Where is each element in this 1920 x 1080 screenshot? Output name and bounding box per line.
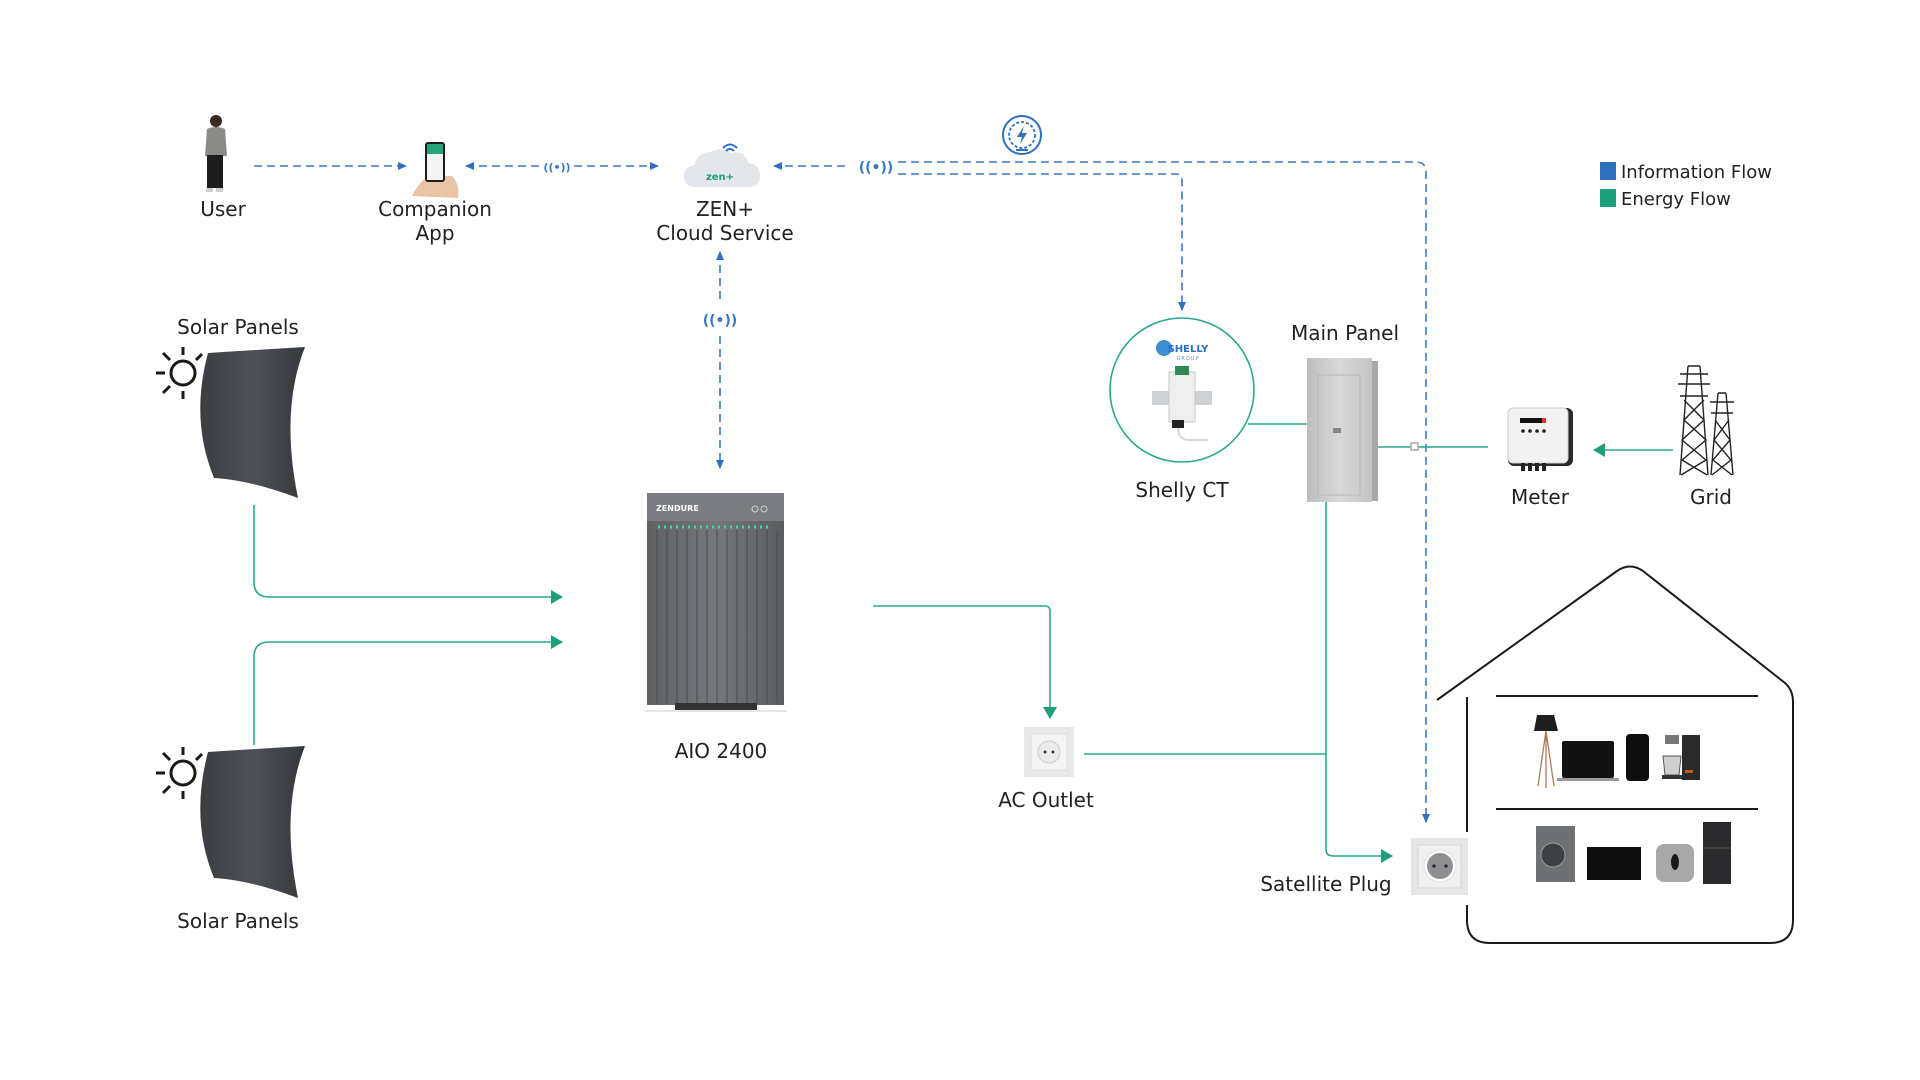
ac-outlet-node[interactable]: AC Outlet	[998, 727, 1094, 812]
main-panel-label: Main Panel	[1291, 321, 1399, 345]
energy-flow-aio-to-ac-outlet	[873, 605, 1057, 719]
floor-lamp-icon	[1534, 715, 1558, 788]
companion-app-node[interactable]: Companion App	[378, 142, 492, 245]
aio-label: AIO 2400	[675, 739, 768, 763]
information-flows: ((•)) ((•)) ((•))	[254, 160, 1430, 823]
refrigerator-icon	[1703, 822, 1731, 884]
shelly-logo: SHELLY GROUP	[1156, 340, 1209, 362]
legend: Information Flow Energy Flow	[1600, 162, 1772, 210]
smartphone-icon	[1626, 734, 1649, 781]
shelly-brand-sub: GROUP	[1177, 356, 1200, 362]
cloud-label-line1: ZEN+	[696, 197, 754, 221]
grid-node[interactable]: Grid	[1678, 365, 1734, 509]
wireless-icon: ((•))	[703, 313, 738, 329]
info-flow-to-satellite-plug	[898, 161, 1430, 823]
sun-icon	[156, 347, 204, 399]
main-panel-node[interactable]: Main Panel	[1291, 321, 1399, 502]
rice-cooker-icon	[1656, 844, 1694, 882]
aio-brand: ZENDURE	[656, 504, 699, 513]
user-label: User	[200, 197, 246, 221]
wireless-icon: ((•))	[859, 160, 894, 176]
coffee-maker-icon	[1662, 735, 1700, 780]
energy-flows	[253, 423, 1673, 863]
aio-node[interactable]: ZENDURE AIO 2400	[645, 493, 787, 763]
legend-swatch-energy	[1600, 189, 1616, 207]
house-outline	[1436, 565, 1794, 944]
info-flow-to-shelly	[898, 173, 1186, 311]
sun-icon	[156, 747, 204, 799]
companion-app-label-line1: Companion	[378, 197, 492, 221]
battery-inverter-icon: ZENDURE	[645, 493, 787, 712]
smart-plug-icon	[1411, 838, 1468, 895]
energy-flow-solar-top-to-aio	[253, 505, 563, 604]
person-icon	[205, 115, 227, 192]
washing-machine-icon	[1536, 826, 1575, 882]
solar-panel-bottom-node[interactable]: Solar Panels	[156, 746, 305, 933]
solar-panel-bottom-label: Solar Panels	[177, 909, 299, 933]
legend-item-information-flow: Information Flow	[1600, 162, 1772, 183]
user-node[interactable]: User	[200, 115, 247, 221]
solar-panel-top-node[interactable]: Solar Panels	[156, 315, 305, 498]
legend-item-energy-flow: Energy Flow	[1600, 189, 1731, 210]
cloud-label-line2: Cloud Service	[656, 221, 793, 245]
solar-panel-icon	[200, 746, 305, 898]
energy-flow-solar-bottom-to-aio	[253, 635, 563, 745]
breaker-panel-icon	[1307, 358, 1378, 502]
legend-swatch-information	[1600, 162, 1616, 180]
junction-marker	[1410, 442, 1419, 451]
energy-gauge-icon	[1002, 115, 1042, 155]
companion-app-label-line2: App	[415, 221, 454, 245]
satellite-plug-node[interactable]: Satellite Plug	[1260, 838, 1468, 896]
shelly-label: Shelly CT	[1135, 478, 1229, 502]
energy-flow-to-satellite-plug	[1325, 446, 1393, 863]
grid-label: Grid	[1690, 485, 1732, 509]
house	[1436, 565, 1794, 944]
ac-outlet-label: AC Outlet	[998, 788, 1094, 812]
cloud-node[interactable]: zen+ ZEN+ Cloud Service	[656, 143, 794, 246]
solar-panel-top-label: Solar Panels	[177, 315, 299, 339]
power-outlet-icon	[1024, 727, 1074, 777]
wifi-icon	[722, 143, 738, 152]
wireless-icon: ((•))	[543, 161, 570, 174]
shelly-brand: SHELLY	[1168, 344, 1210, 355]
meter-label: Meter	[1511, 485, 1570, 509]
meter-node[interactable]: Meter	[1507, 407, 1573, 509]
electricity-meter-icon	[1507, 407, 1573, 471]
power-tower-icon	[1678, 365, 1734, 476]
tv-icon	[1587, 847, 1641, 880]
legend-label-information: Information Flow	[1621, 162, 1772, 183]
satellite-plug-label: Satellite Plug	[1260, 872, 1391, 896]
zen-plus-badge: zen+	[706, 172, 734, 183]
laptop-icon	[1557, 741, 1619, 781]
cloud-icon: zen+	[684, 143, 760, 187]
energy-meter-clamp-icon	[1152, 366, 1212, 441]
shelly-node[interactable]: SHELLY GROUP Shelly CT	[1109, 317, 1255, 502]
smartphone-icon	[412, 142, 459, 198]
solar-panel-icon	[200, 347, 305, 498]
legend-label-energy: Energy Flow	[1621, 189, 1731, 210]
